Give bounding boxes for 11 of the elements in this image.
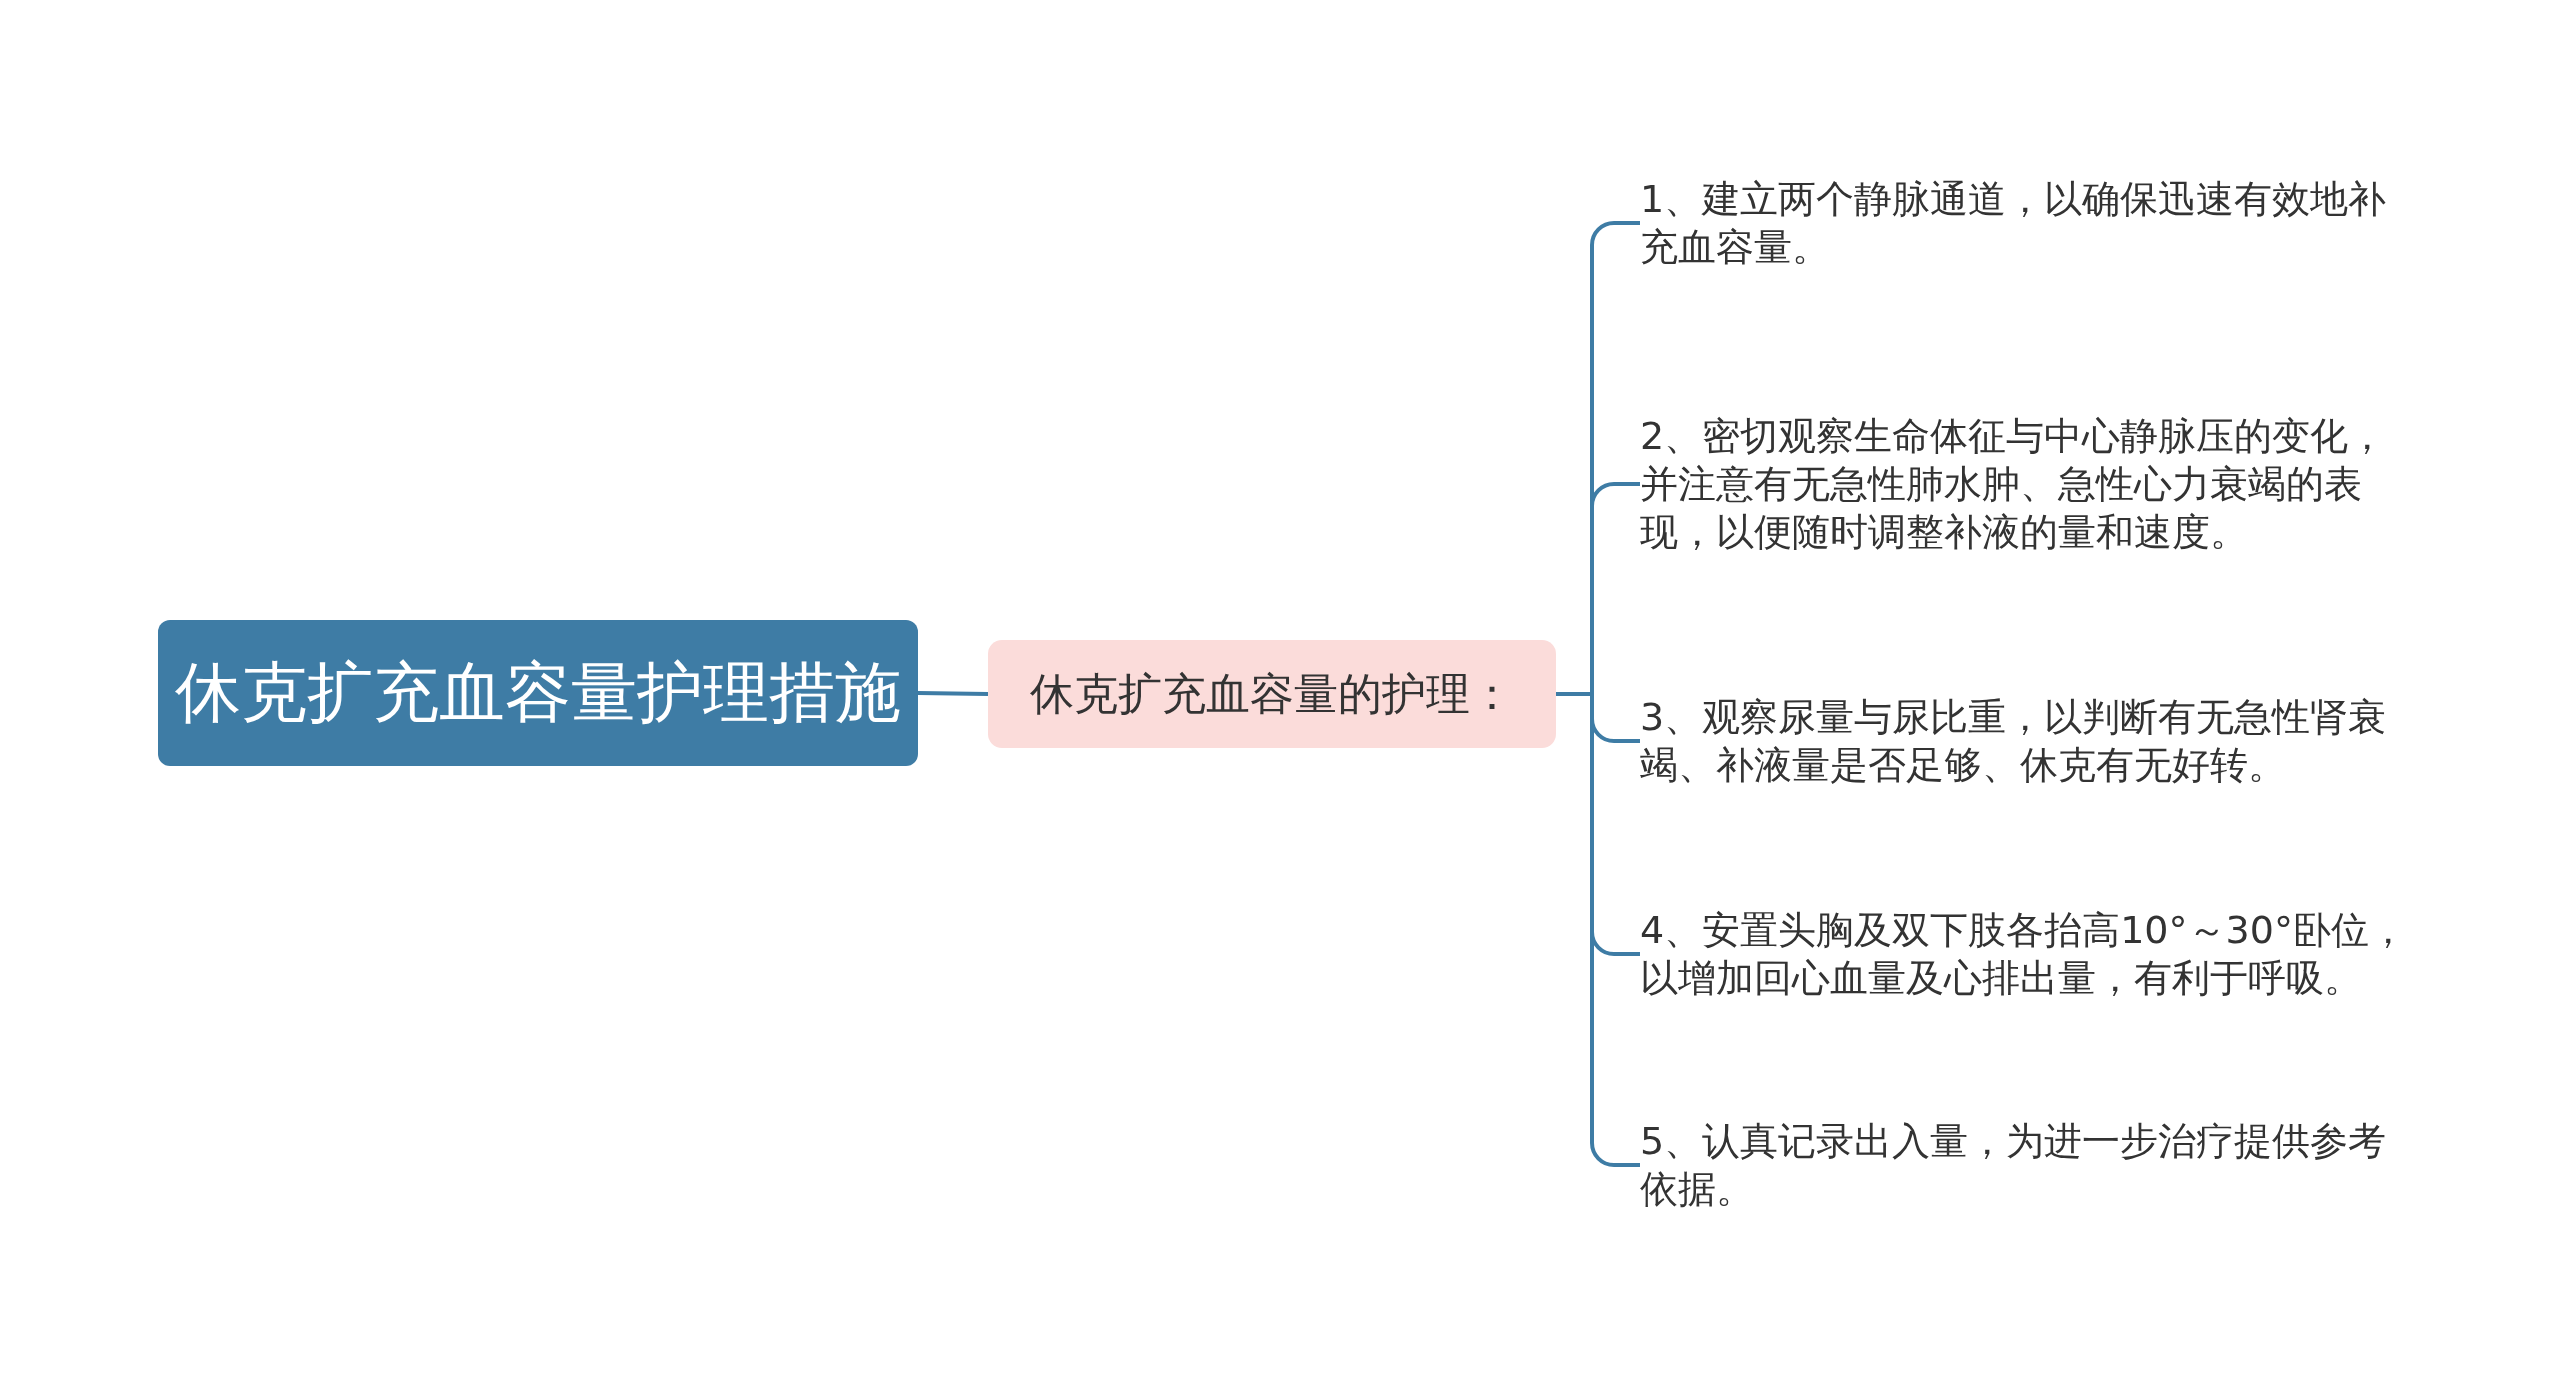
note-text: 2、密切观察生命体征与中心静脉压的变化，并注意有无急性肺水肿、急性心力衰竭的表现，以便随时调整补液的量和速度。 xyxy=(1640,412,2410,556)
subtopic-box xyxy=(988,640,1556,748)
topic-title: 休克扩充血容量护理措施 xyxy=(175,653,901,733)
topic-box xyxy=(158,620,918,766)
connector-line xyxy=(917,691,989,696)
note-text: 1、建立两个静脉通道，以确保迅速有效地补充血容量。 xyxy=(1640,175,2410,271)
note-text: 3、观察尿量与尿比重，以判断有无急性肾衰竭、补液量是否足够、休克有无好转。 xyxy=(1640,693,2410,789)
note-text: 5、认真记录出入量，为进一步治疗提供参考依据。 xyxy=(1640,1117,2410,1213)
subtopic-title: 休克扩充血容量的护理： xyxy=(1030,666,1514,721)
note-text: 4、安置头胸及双下肢各抬高10°～30°卧位，以增加回心血量及心排出量，有利于呼吸。 xyxy=(1640,906,2410,1002)
connector-line xyxy=(1556,692,1640,1167)
